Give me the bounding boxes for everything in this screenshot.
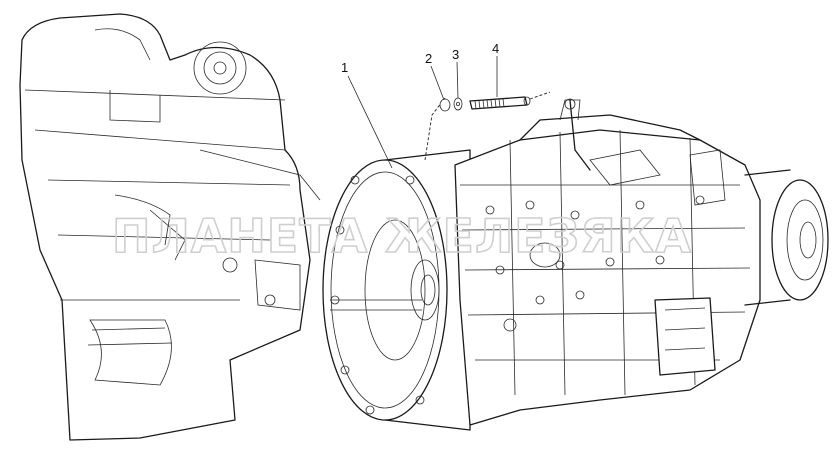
callout-1: 1 <box>341 60 348 75</box>
callout-4: 4 <box>492 41 499 56</box>
exploded-fasteners <box>424 91 551 161</box>
leader-line-3 <box>456 61 459 99</box>
watermark-text: ПЛАНЕТА ЖЕЛЕЗЯКА <box>112 209 692 263</box>
leader-line-2 <box>430 65 445 101</box>
stud-part-4 <box>469 96 531 110</box>
gearbox-case <box>454 98 829 426</box>
callout-3: 3 <box>452 47 459 62</box>
nut-part-2 <box>439 98 451 112</box>
leader-lines <box>347 56 498 169</box>
clutch-housing <box>322 149 471 431</box>
leader-line-1 <box>347 75 393 169</box>
washer-part-3 <box>453 97 463 111</box>
callout-2: 2 <box>425 51 432 66</box>
engine-block <box>19 13 321 441</box>
